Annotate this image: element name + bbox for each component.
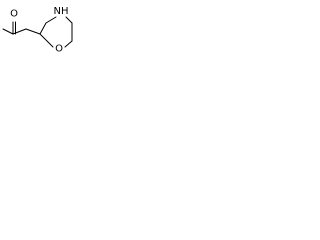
bonds — [2, 16, 73, 48]
bond-ring-c3-n — [45, 16, 57, 24]
carbonyl-oxygen-label: O — [10, 9, 18, 20]
bond-ring-o-c2 — [39, 33, 54, 48]
bond-methyl-carbonyl — [2, 28, 14, 35]
structural-formula: O NH O — [2, 6, 73, 55]
atom-labels: O NH O — [10, 6, 68, 55]
ether-oxygen-label: O — [55, 44, 63, 55]
bond-methylene-ring — [25, 28, 41, 35]
bond-ring-n-c5 — [65, 16, 73, 24]
amine-hydrogen-label: H — [61, 6, 69, 17]
amine-nitrogen-label: N — [53, 6, 60, 17]
bond-ring-c6-o — [64, 40, 73, 48]
amine-label: NH — [53, 6, 68, 17]
bond-ring-c2-c3 — [39, 22, 47, 35]
bond-carbonyl-methylene — [12, 28, 27, 35]
